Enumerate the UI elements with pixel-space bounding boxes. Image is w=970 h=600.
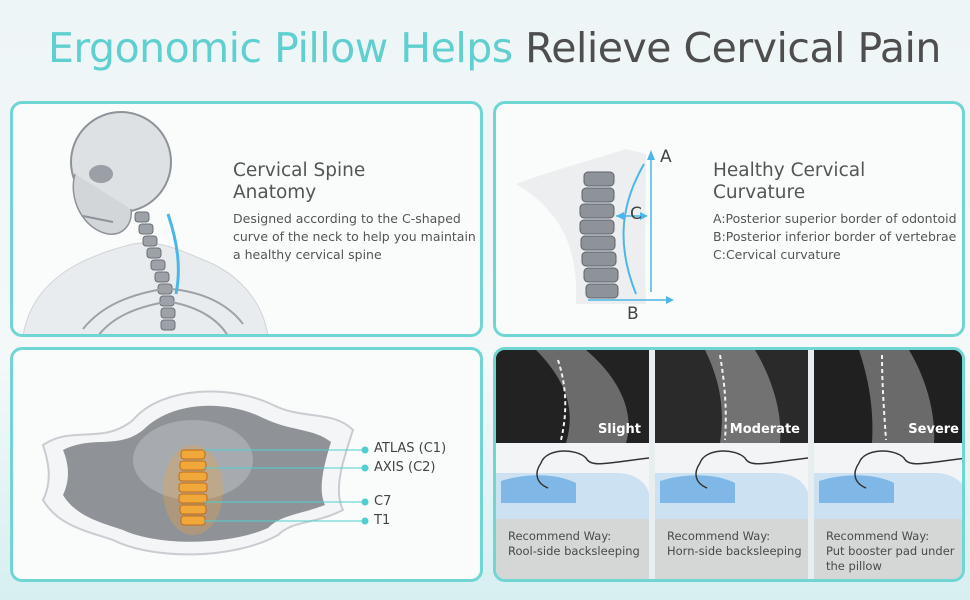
recommend-box: Recommend Way: Put booster pad under the… — [814, 519, 962, 579]
xray-neck-icon — [814, 350, 962, 443]
anatomy-title: Cervical Spine Anatomy — [233, 160, 365, 204]
skeleton-illustration — [22, 111, 269, 334]
curvature-title: Healthy Cervical Curvature — [713, 160, 865, 204]
sleep-illustration — [496, 443, 650, 519]
recommend-box: Recommend Way: Horn-side backsleeping — [655, 519, 808, 579]
xray-neck-icon — [496, 350, 649, 443]
anatomy-desc-line2: curve of the neck to help you maintain — [233, 229, 476, 244]
neck-curvature-illustration — [516, 149, 674, 304]
curvature-title-line1: Healthy Cervical — [713, 160, 866, 181]
recommend-label: Recommend Way: — [826, 529, 930, 543]
recommend-label: Recommend Way: — [667, 529, 771, 543]
xray-neck-icon — [655, 350, 808, 443]
anatomy-desc-line3: a healthy cervical spine — [233, 247, 382, 262]
page-title: Ergonomic Pillow Helps Relieve Cervical … — [48, 24, 941, 72]
anatomy-title-line1: Cervical Spine — [233, 160, 366, 181]
severity-label: Severe — [908, 422, 959, 437]
marker-a: A — [660, 147, 672, 167]
anatomy-desc-line1: Designed according to the C-shaped — [233, 211, 461, 226]
label-c7: C7 — [374, 494, 392, 509]
title-part2: Relieve Cervical Pain — [525, 24, 941, 72]
anatomy-title-line2: Anatomy — [233, 182, 317, 203]
recommend-way: Put booster pad under — [826, 544, 955, 558]
recommend-panel: Slight Recommend Way: Rool-side backslee… — [493, 347, 965, 582]
marker-c: C — [630, 204, 642, 224]
xray-image: Severe — [814, 350, 962, 443]
marker-b: B — [627, 304, 639, 324]
sleep-illustration — [655, 443, 809, 519]
recommend-column-severe: Severe Recommend Way: Put booster pad un… — [814, 350, 962, 579]
pillow-panel: ATLAS (C1) AXIS (C2) C7 T1 — [10, 347, 483, 582]
sleep-illustration — [814, 443, 962, 519]
recommend-box: Recommend Way: Rool-side backsleeping — [496, 519, 649, 579]
xray-image: Moderate — [655, 350, 808, 443]
recommend-way-line2: the pillow — [826, 559, 882, 573]
curvature-item-a: A:Posterior superior border of odontoid — [713, 211, 957, 226]
curvature-panel: A C B Healthy Cervical Curvature A:Poste… — [493, 101, 965, 337]
anatomy-description: Designed according to the C-shaped curve… — [233, 210, 476, 264]
label-atlas-c1: ATLAS (C1) — [374, 441, 447, 456]
label-axis-c2: AXIS (C2) — [374, 460, 436, 475]
sleeping-head-icon — [814, 450, 962, 519]
xray-image: Slight — [496, 350, 649, 443]
sleeping-head-icon — [655, 450, 809, 519]
label-t1: T1 — [374, 513, 391, 528]
recommend-way: Horn-side backsleeping — [667, 544, 802, 558]
curvature-description: A:Posterior superior border of odontoid … — [713, 210, 957, 264]
severity-label: Moderate — [729, 422, 800, 437]
recommend-way: Rool-side backsleeping — [508, 544, 640, 558]
curvature-title-line2: Curvature — [713, 182, 806, 203]
anatomy-panel: Cervical Spine Anatomy Designed accordin… — [10, 101, 483, 337]
recommend-column-slight: Slight Recommend Way: Rool-side backslee… — [496, 350, 650, 579]
recommend-label: Recommend Way: — [508, 529, 612, 543]
severity-label: Slight — [597, 422, 641, 437]
title-part1: Ergonomic Pillow Helps — [48, 24, 513, 72]
recommend-column-moderate: Moderate Recommend Way: Horn-side backsl… — [655, 350, 809, 579]
curvature-item-c: C:Cervical curvature — [713, 247, 841, 262]
curvature-item-b: B:Posterior inferior border of vertebrae — [713, 229, 957, 244]
pillow-illustration — [41, 390, 369, 556]
sleeping-head-icon — [496, 450, 650, 519]
